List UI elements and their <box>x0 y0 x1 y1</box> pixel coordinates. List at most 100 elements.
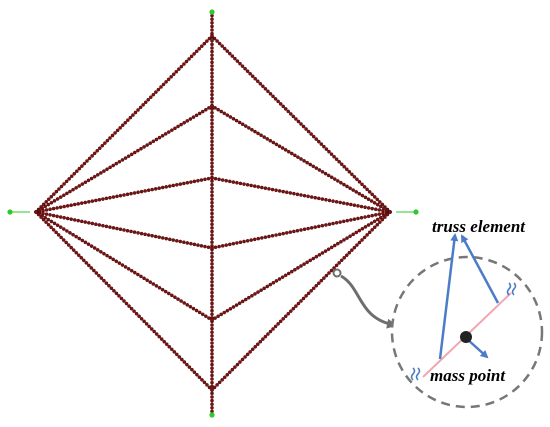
truss-bead <box>291 306 296 311</box>
truss-bead <box>164 342 169 347</box>
truss-bead <box>342 255 347 260</box>
green-support-dot-icon <box>209 9 215 15</box>
truss-bead <box>200 312 205 317</box>
truss-bead <box>228 115 233 119</box>
truss-bead <box>227 242 232 247</box>
truss-bead <box>210 143 214 147</box>
truss-bead <box>174 182 179 187</box>
truss-bead <box>114 259 119 264</box>
truss-bead <box>167 237 172 242</box>
truss-bead <box>320 169 325 174</box>
truss-bead <box>372 225 377 230</box>
truss-bead <box>141 103 145 107</box>
truss-bead <box>284 231 289 235</box>
truss-bead <box>238 181 243 186</box>
truss-bead <box>344 167 349 172</box>
truss-bead <box>159 337 164 341</box>
truss-bead <box>182 181 186 186</box>
truss-bead <box>373 213 378 217</box>
truss-bead <box>235 59 240 63</box>
truss-bead <box>357 180 362 184</box>
truss-bead <box>154 284 159 288</box>
truss-bead <box>102 169 106 173</box>
truss-bead <box>113 131 117 135</box>
truss-bead <box>87 220 91 225</box>
truss-bead <box>44 199 49 204</box>
truss-bead <box>250 74 255 79</box>
truss-bead <box>52 199 57 203</box>
truss-bead <box>210 229 214 234</box>
truss-bead <box>342 164 347 169</box>
truss-bead <box>202 380 207 385</box>
truss-bead <box>129 306 134 311</box>
truss-bead <box>324 273 329 278</box>
truss-bead <box>210 42 214 47</box>
truss-bead <box>179 122 183 127</box>
truss-bead <box>143 100 148 105</box>
truss-bead <box>210 388 214 392</box>
truss-bead <box>49 194 54 199</box>
truss-bead <box>95 148 100 153</box>
truss-bead <box>83 200 88 205</box>
cable-inner-bottom-left <box>34 210 214 250</box>
truss-bead <box>210 236 214 241</box>
truss-bead <box>171 183 176 188</box>
truss-bead <box>256 185 261 189</box>
truss-bead <box>49 200 54 205</box>
truss-bead <box>129 268 134 273</box>
truss-bead <box>136 108 140 112</box>
truss-bead <box>157 235 161 239</box>
truss-bead <box>365 233 369 237</box>
truss-bead <box>62 204 66 209</box>
truss-bead <box>136 148 140 153</box>
truss-bead <box>197 111 202 116</box>
truss-bead <box>283 273 288 278</box>
truss-bead <box>311 134 316 139</box>
truss-bead <box>188 304 193 309</box>
truss-bead <box>213 176 218 181</box>
truss-bead <box>185 241 190 245</box>
truss-bead <box>56 233 61 237</box>
truss-bead <box>320 197 325 201</box>
truss-bead <box>108 195 112 200</box>
truss-bead <box>362 235 367 240</box>
truss-bead <box>220 244 225 248</box>
truss-bead <box>102 251 106 256</box>
truss-bead <box>324 223 328 227</box>
truss-bead <box>210 38 214 43</box>
truss-bead <box>210 226 214 230</box>
truss-bead <box>89 266 94 270</box>
truss-bead <box>157 186 161 190</box>
truss-bead <box>281 316 286 321</box>
truss-bead <box>65 216 70 221</box>
truss-bead <box>319 278 324 283</box>
callout-source-marker <box>332 268 342 278</box>
spring-icon-upper <box>506 282 517 296</box>
truss-bead <box>210 318 214 322</box>
truss-bead <box>145 143 149 147</box>
truss-bead <box>210 312 214 317</box>
truss-bead <box>164 236 169 241</box>
truss-bead <box>194 113 199 118</box>
truss-bead <box>142 319 146 324</box>
truss-bead <box>49 219 54 224</box>
truss-bead <box>169 347 174 352</box>
truss-bead <box>142 145 146 149</box>
truss-bead <box>59 184 64 189</box>
truss-bead <box>230 54 235 58</box>
truss-bead <box>120 158 125 162</box>
truss-bead <box>117 159 122 164</box>
truss-bead <box>216 107 220 112</box>
truss-bead <box>240 357 245 362</box>
truss-bead <box>210 276 214 281</box>
truss-bead <box>235 362 240 367</box>
truss-bead <box>360 238 364 242</box>
truss-bead <box>339 180 343 185</box>
truss-bead <box>55 223 60 228</box>
truss-bead <box>210 246 214 250</box>
truss-bead <box>154 332 159 336</box>
truss-element-label: truss element <box>432 217 526 236</box>
truss-bead <box>237 301 242 306</box>
truss-bead <box>225 49 230 53</box>
truss-bead <box>97 197 102 202</box>
